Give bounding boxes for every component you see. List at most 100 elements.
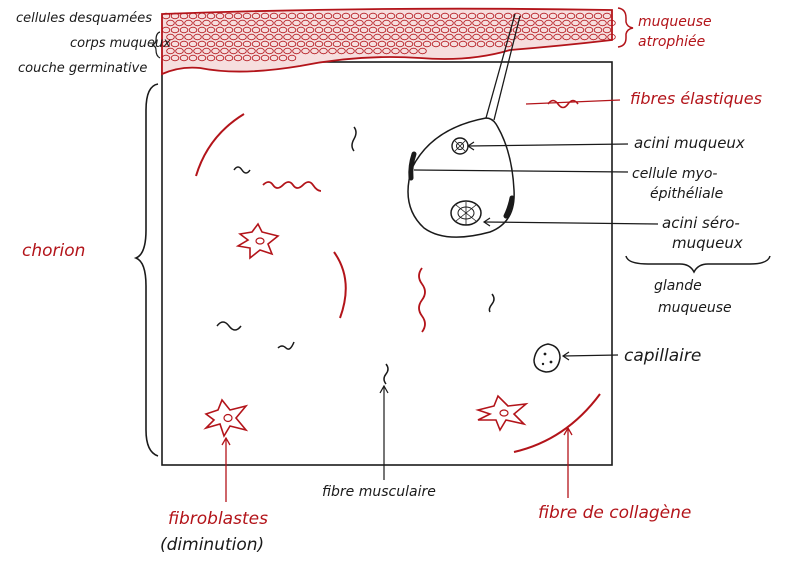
epithelial-cell <box>242 54 252 62</box>
epithelial-cell <box>346 33 355 41</box>
epithelial-cell <box>530 26 540 34</box>
epithelial-cell <box>269 12 279 20</box>
epithelial-cell <box>382 47 391 55</box>
epithelial-cell <box>341 26 351 34</box>
epithelial-cell <box>314 12 324 20</box>
label-mucous-bodies: corps muqueux <box>70 36 171 51</box>
epithelial-cell <box>233 54 243 62</box>
epithelial-cell <box>319 33 328 41</box>
epithelial-cell <box>251 12 261 20</box>
epithelial-cell <box>436 33 445 41</box>
elastic-fiber <box>262 181 322 192</box>
epithelial-cell <box>314 40 324 48</box>
epithelial-cell <box>557 26 567 34</box>
epithelial-cell <box>517 33 526 41</box>
epithelial-cell <box>251 54 261 62</box>
epithelial-cell <box>332 26 342 34</box>
epithelial-cell <box>382 33 391 41</box>
epithelial-cell <box>161 26 171 34</box>
epithelial-cell <box>391 47 400 55</box>
epithelial-cell <box>166 33 175 41</box>
epithelial-cell <box>440 12 450 20</box>
epithelial-cell <box>602 12 612 20</box>
epithelial-cell <box>287 40 297 48</box>
fibroblast-cell <box>203 398 249 438</box>
epithelial-cell <box>229 19 238 27</box>
epithelial-cell <box>287 12 297 20</box>
epithelial-cell <box>580 19 589 27</box>
epithelial-cell <box>350 40 360 48</box>
epithelial-cell <box>242 12 252 20</box>
epithelial-cell <box>179 40 189 48</box>
epithelial-cell <box>256 19 265 27</box>
epithelial-cell <box>598 19 607 27</box>
epithelial-cell <box>179 54 189 62</box>
epithelial-cell <box>188 54 198 62</box>
epithelial-cell <box>436 19 445 27</box>
epithelial-cell <box>544 19 553 27</box>
label-fibroblasts-2: (diminution) <box>160 535 264 555</box>
epithelial-cell <box>422 40 432 48</box>
epithelial-cell <box>373 47 382 55</box>
epithelial-cell <box>220 19 229 27</box>
gland-brace <box>625 255 771 274</box>
epithelial-cell <box>287 26 297 34</box>
epithelial-cell <box>202 19 211 27</box>
epithelial-cell <box>490 19 499 27</box>
epithelial-cell <box>170 12 180 20</box>
epithelial-cell <box>292 19 301 27</box>
fibroblast-cell <box>475 394 529 432</box>
epithelial-cell <box>197 40 207 48</box>
epithelial-cell <box>409 47 418 55</box>
epithelial-cell <box>193 19 202 27</box>
epithelial-cell <box>368 40 378 48</box>
label-mucous-gland-1: glande <box>654 278 702 294</box>
epithelial-cell <box>355 33 364 41</box>
epithelial-cell <box>269 54 279 62</box>
epithelial-cell <box>512 12 522 20</box>
epithelial-cell <box>364 33 373 41</box>
epithelial-cell <box>224 54 234 62</box>
epithelial-cell <box>283 47 292 55</box>
epithelial-cell <box>229 47 238 55</box>
epithelial-cell <box>440 40 450 48</box>
epithelial-cell <box>197 26 207 34</box>
epithelial-cell <box>211 19 220 27</box>
epithelial-cell <box>215 26 225 34</box>
epithelial-cell <box>404 12 414 20</box>
epithelial-cell <box>287 54 297 62</box>
epithelial-cell <box>458 12 468 20</box>
epithelial-cell <box>238 33 247 41</box>
muscle-fiber-fragment <box>488 293 495 313</box>
epithelial-cell <box>607 33 616 41</box>
label-myoepithelial-cell-1: cellule myo- <box>632 166 717 182</box>
epithelial-cell <box>233 26 243 34</box>
epithelial-cell <box>269 40 279 48</box>
epithelial-cell <box>454 19 463 27</box>
epithelial-cell <box>602 26 612 34</box>
epithelial-cell <box>247 47 256 55</box>
epithelial-cell <box>301 33 310 41</box>
epithelial-cell <box>332 40 342 48</box>
red-leader-lines <box>221 99 621 502</box>
epithelial-cell <box>197 54 207 62</box>
capillary-vessel <box>533 343 561 373</box>
epithelial-cell <box>427 19 436 27</box>
epithelial-cell <box>494 40 504 48</box>
epithelial-cell <box>170 26 180 34</box>
epithelial-cell <box>346 47 355 55</box>
epithelial-cell <box>422 12 432 20</box>
epithelial-cell <box>409 19 418 27</box>
epithelial-cell <box>404 26 414 34</box>
epithelial-cell <box>490 33 499 41</box>
mucous-acinus <box>451 137 469 155</box>
epithelial-cell <box>170 40 180 48</box>
epithelial-cell <box>368 12 378 20</box>
label-desquamated-cells: cellules desquamées <box>16 11 152 26</box>
label-mucous-gland-2: muqueuse <box>658 300 732 316</box>
label-atrophied-mucosa-1: muqueuse <box>638 14 712 30</box>
epithelial-cell <box>355 19 364 27</box>
epithelial-cell <box>305 40 315 48</box>
epithelial-cell <box>431 40 441 48</box>
epithelial-cell <box>571 33 580 41</box>
